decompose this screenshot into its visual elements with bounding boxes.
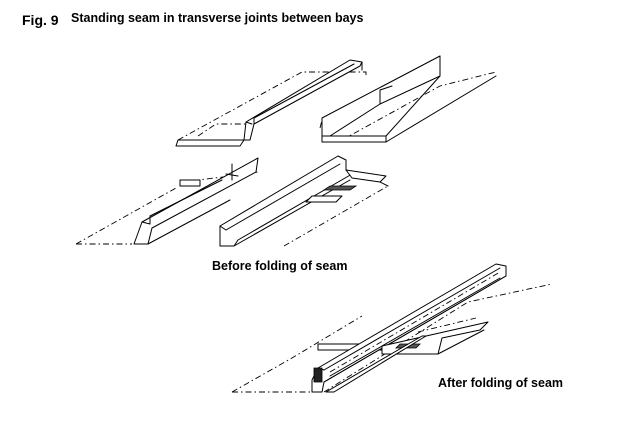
after-folded-assembly [231, 263, 553, 393]
before-top-right-panel [319, 55, 497, 143]
before-top-left-panel [175, 59, 367, 147]
before-bottom-left-panel [75, 157, 259, 245]
figure-title: Standing seam in transverse joints betwe… [71, 11, 364, 25]
before-bottom-right-panel [219, 155, 389, 247]
figure-number: Fig. 9 [22, 12, 59, 28]
caption-before-folding: Before folding of seam [212, 259, 348, 273]
caption-after-folding: After folding of seam [438, 376, 564, 390]
